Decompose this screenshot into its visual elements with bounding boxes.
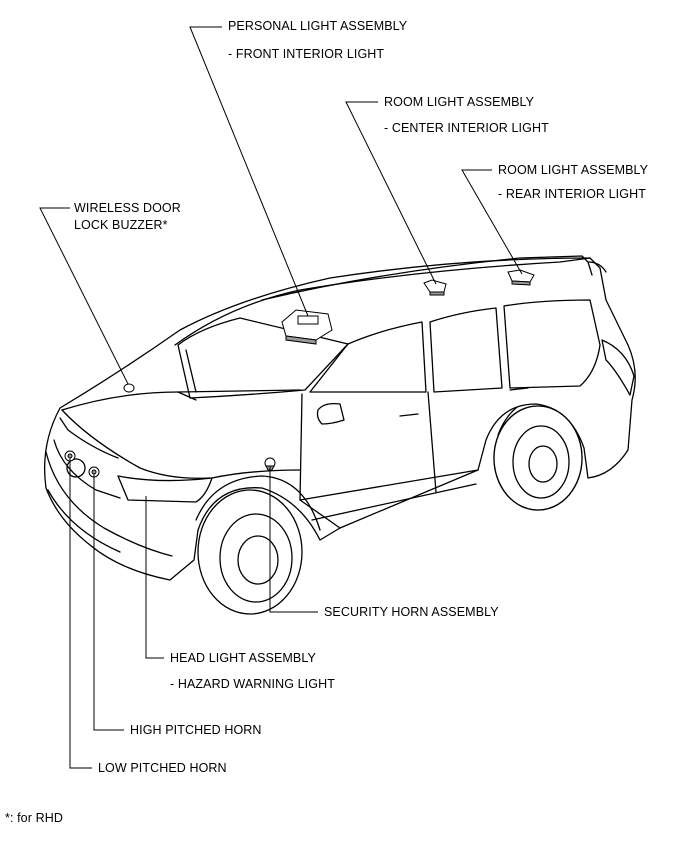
vehicle-outline — [43, 255, 636, 615]
front-rim — [219, 513, 293, 603]
front-tire — [197, 489, 303, 615]
label-wireless-buzzer-line1: WIRELESS DOOR — [74, 201, 181, 215]
hood — [61, 389, 301, 411]
label-room-light-center: ROOM LIGHT ASSEMBLY — [384, 95, 535, 109]
label-room-light-rear-sub: - REAR INTERIOR LIGHT — [498, 187, 646, 201]
rear-room-light-part — [507, 269, 535, 286]
side-mirror — [316, 402, 345, 425]
leader-low-horn — [69, 458, 92, 769]
footnote: *: for RHD — [5, 811, 63, 825]
rear-door-window — [429, 307, 503, 393]
label-low-horn: LOW PITCHED HORN — [98, 761, 227, 775]
label-high-horn: HIGH PITCHED HORN — [130, 723, 262, 737]
label-room-light-center-sub: - CENTER INTERIOR LIGHT — [384, 121, 549, 135]
label-personal-light: PERSONAL LIGHT ASSEMBLY — [228, 19, 408, 33]
leader-head-light — [145, 496, 164, 659]
low-pitched-horn-part — [64, 450, 76, 462]
center-room-light-part — [423, 279, 447, 296]
front-door-window — [309, 321, 427, 393]
leader-wireless-buzzer — [39, 207, 129, 385]
label-head-light-sub: - HAZARD WARNING LIGHT — [170, 677, 335, 691]
wireless-buzzer-part — [123, 383, 135, 393]
leader-high-horn — [93, 474, 124, 731]
leader-personal-light — [189, 26, 309, 317]
label-room-light-rear: ROOM LIGHT ASSEMBLY — [498, 163, 649, 177]
fog-light — [66, 458, 86, 478]
leader-center-room-light — [345, 101, 437, 285]
label-wireless-buzzer-line2: LOCK BUZZER* — [74, 218, 168, 232]
label-head-light: HEAD LIGHT ASSEMBLY — [170, 651, 316, 665]
label-personal-light-sub: - FRONT INTERIOR LIGHT — [228, 47, 385, 61]
leader-rear-room-light — [461, 169, 523, 275]
leader-security-horn — [269, 466, 318, 613]
quarter-window — [503, 299, 601, 389]
label-security-horn: SECURITY HORN ASSEMBLY — [324, 605, 499, 619]
